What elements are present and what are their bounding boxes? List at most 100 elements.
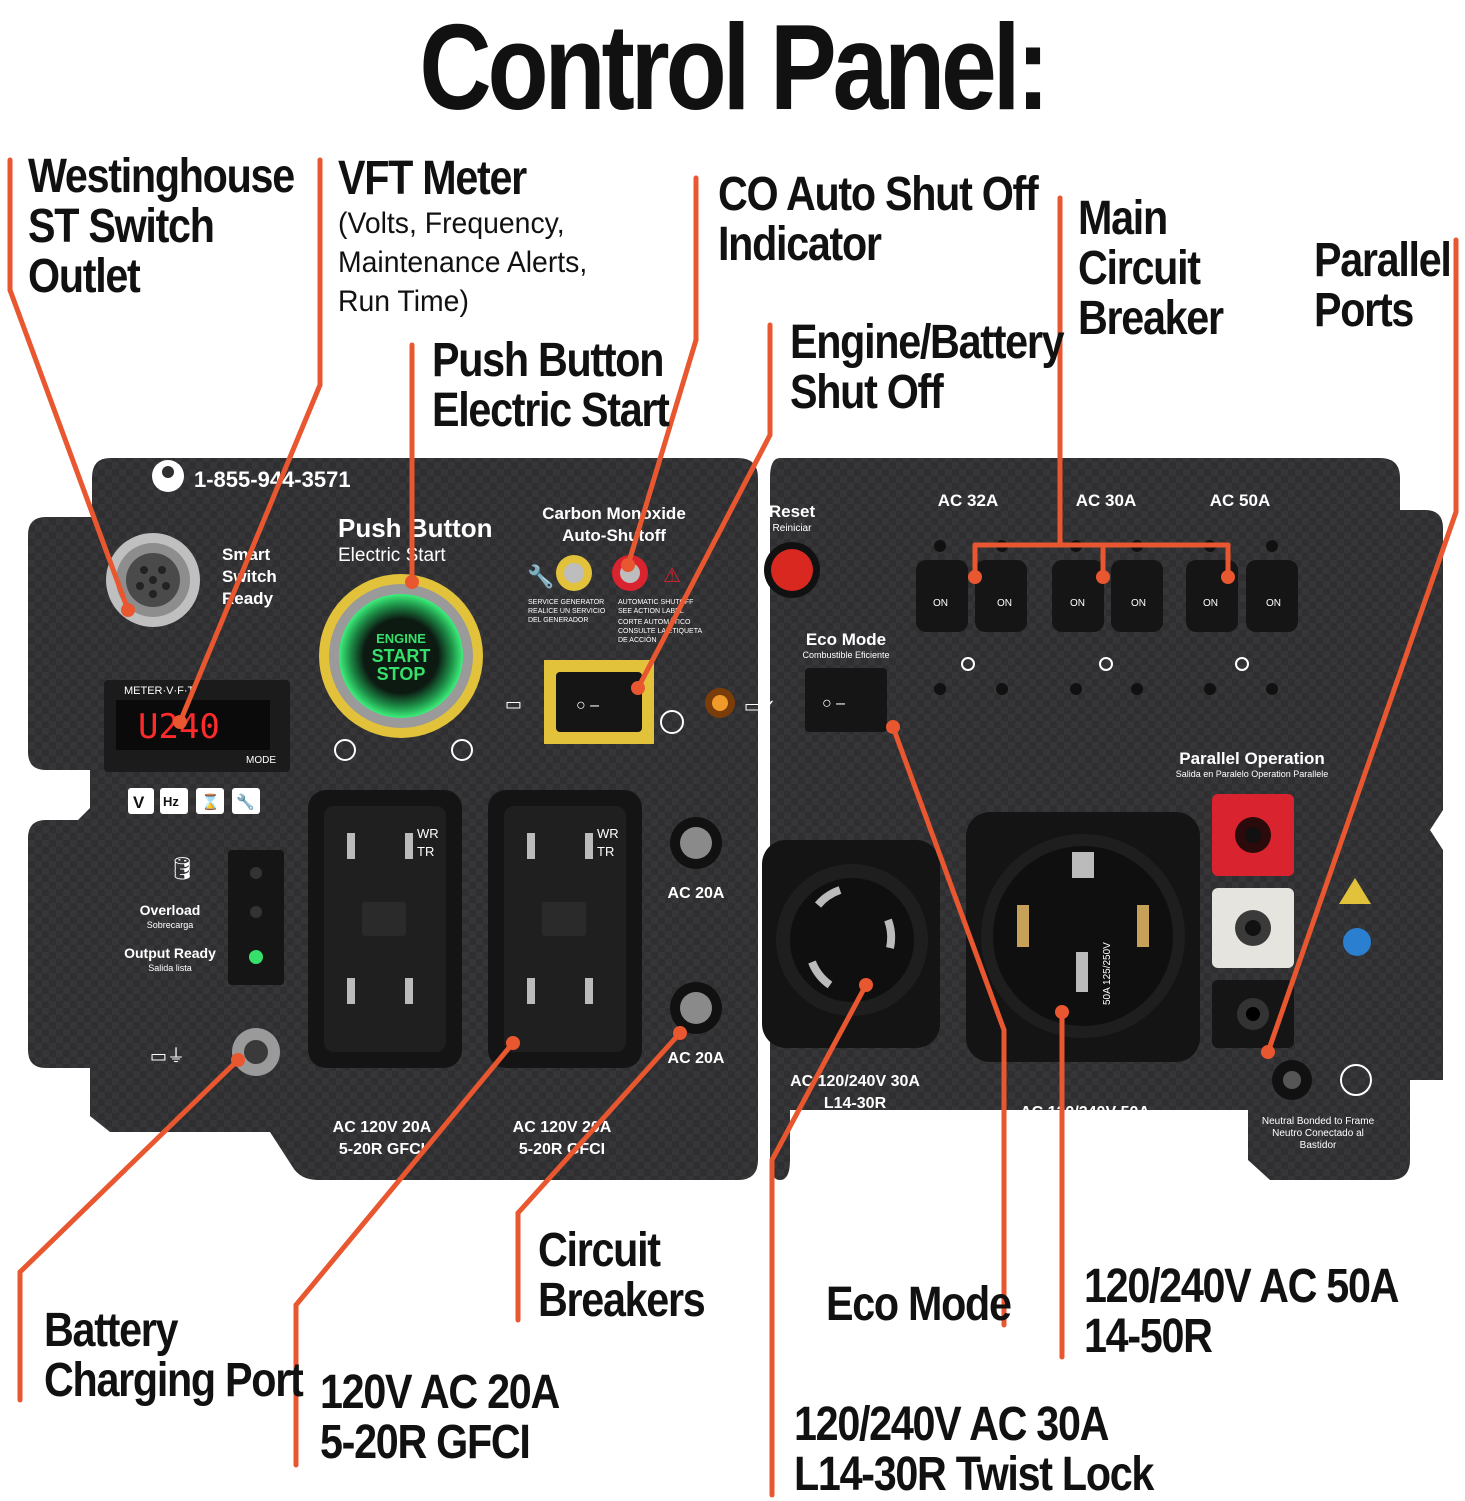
parallel-label: Parallel Operation: [1179, 749, 1325, 768]
gfci-outlet-1[interactable]: WR TR: [308, 790, 462, 1068]
battery-ok-icon: ▭✓: [744, 696, 776, 717]
callout-parallel-ports: Parallel Ports: [1314, 234, 1452, 337]
smart-switch-label-2: Switch: [222, 567, 277, 586]
start-text: START: [372, 646, 431, 666]
svg-text:ON: ON: [1070, 598, 1085, 609]
svg-text:ON: ON: [1203, 598, 1218, 609]
shutoff-note-2: SEE ACTION LABEL: [618, 608, 684, 615]
service-text-1: SERVICE GENERATOR: [528, 599, 604, 606]
reset-label: Reset: [769, 502, 816, 521]
vft-meter: METER·V·F·T U240 MODE: [104, 680, 290, 772]
outlet-1-label-2: 5-20R GFCI: [339, 1141, 425, 1158]
eco-mode-label: Eco Mode: [806, 630, 886, 649]
outlet-2-label-2: 5-20R GFCI: [519, 1141, 605, 1158]
twist-lock-label-2: L14-30R: [824, 1095, 887, 1112]
push-button-label: Push Button: [338, 513, 493, 543]
circuit-breaker-2[interactable]: [670, 982, 722, 1034]
manual-icon: [1343, 928, 1371, 956]
shutoff-note-1: AUTOMATIC SHUTOFF: [618, 599, 693, 606]
volts-icon: V: [133, 793, 145, 812]
svg-text:TR: TR: [417, 844, 434, 859]
breaker-32a[interactable]: ON ON: [916, 560, 1027, 632]
page-title: Control Panel:: [419, 0, 1049, 135]
callout-push-button: Push Button Electric Start: [432, 334, 670, 437]
twist-lock-label-1: AC 120/240V 30A: [790, 1073, 920, 1090]
service-text-2: REALICE UN SERVICIO: [528, 608, 606, 615]
outlet-2-label-1: AC 120V 20A: [513, 1119, 612, 1136]
status-leds: [228, 850, 284, 985]
parallel-port-white[interactable]: [1212, 888, 1294, 968]
electric-start-label: Electric Start: [338, 545, 446, 566]
fifty-amp-outlet[interactable]: 50A 125/250V: [966, 812, 1200, 1062]
oil-icon: 🛢: [168, 857, 196, 882]
battery-plug-icon: ▭⏚: [150, 1046, 185, 1067]
callout-st-switch: Westinghouse ST Switch Outlet: [28, 150, 295, 303]
svg-text:WR: WR: [417, 826, 439, 841]
meter-reading: U240: [138, 707, 220, 747]
st-switch-outlet[interactable]: [106, 533, 200, 627]
wrench-service-icon: 🔧: [527, 563, 554, 590]
shutoff-note-3: CORTE AUTOMÁTICO: [618, 617, 691, 626]
fifty-amp-label-1: AC 120/240V 50A: [1020, 1104, 1150, 1121]
svg-text:ON: ON: [1266, 598, 1281, 609]
callout-circuit-breakers: Circuit Breakers: [538, 1224, 706, 1327]
callout-co-shutoff: CO Auto Shut Off Indicator: [718, 168, 1039, 271]
neutral-label-3: Bastidor: [1300, 1140, 1337, 1151]
start-stop-button[interactable]: ENGINE START STOP: [319, 574, 483, 738]
hourglass-icon: ⌛: [201, 793, 220, 811]
smart-switch-label-1: Smart: [222, 545, 271, 564]
shutoff-note-5: DE ACCIÓN: [618, 635, 657, 644]
engine-icon: [334, 739, 356, 761]
hertz-icon: Hz: [163, 794, 179, 809]
smart-switch-label-3: Ready: [222, 589, 274, 608]
start-engine-text: ENGINE: [376, 631, 426, 646]
co-label-2: Auto-Shutoff: [562, 526, 666, 545]
engine-battery-switch[interactable]: ○ –: [544, 660, 654, 744]
fifty-amp-label-2: 14-50R: [1059, 1126, 1112, 1143]
reset-label-es: Reiniciar: [773, 523, 813, 534]
eco-mode-label-es: Combustible Eficiente: [802, 650, 889, 660]
svg-text:ON: ON: [1131, 598, 1146, 609]
shutoff-note-4: CONSULTE LA ETIQUETA: [618, 628, 702, 635]
neutral-label-1: Neutral Bonded to Frame: [1262, 1116, 1375, 1127]
co-indicator-light: [612, 555, 648, 591]
breaker-label-2: AC 30A: [1076, 491, 1136, 510]
overload-label-es: Sobrecarga: [147, 920, 194, 930]
breaker-1-label: AC 20A: [668, 885, 725, 902]
outlet-1-label-1: AC 120V 20A: [333, 1119, 432, 1136]
svg-text:TR: TR: [597, 844, 614, 859]
parallel-label-es: Salida en Paralelo Operation Parallele: [1176, 769, 1329, 779]
meter-mode-label: MODE: [246, 755, 276, 766]
meter-icons: V Hz ⌛ 🔧: [128, 788, 260, 814]
callout-main-breaker: Main Circuit Breaker: [1078, 192, 1224, 345]
overload-label: Overload: [140, 902, 201, 918]
callout-battery-port: Battery Charging Port: [44, 1304, 304, 1407]
breaker-30a[interactable]: ON ON: [1052, 560, 1163, 632]
warning-icon: ⚠: [663, 563, 681, 587]
co-label-1: Carbon Monoxide: [542, 504, 686, 523]
ground-symbol-icon: [1340, 1064, 1372, 1096]
callout-vft-meter: VFT Meter (Volts, Frequency, Maintenance…: [338, 152, 588, 319]
engine-stop-icon: [451, 739, 473, 761]
callout-gfci: 120V AC 20A 5-20R GFCI: [320, 1366, 560, 1469]
service-indicator: [556, 555, 592, 591]
twist-lock-outlet[interactable]: [762, 840, 940, 1048]
circuit-breaker-1[interactable]: [670, 817, 722, 869]
eco-mode-switch[interactable]: ○ –: [805, 668, 887, 732]
stop-text: STOP: [377, 664, 426, 684]
battery-icon: ▭: [505, 694, 522, 715]
fifty-amp-rating: 50A 125/250V: [1102, 942, 1113, 1005]
svg-text:WR: WR: [597, 826, 619, 841]
parallel-port-red[interactable]: [1212, 794, 1294, 876]
svg-text:○ –: ○ –: [822, 695, 845, 712]
parallel-port-black[interactable]: [1212, 980, 1294, 1048]
meter-brand: METER·V·F·T: [124, 685, 195, 697]
breaker-label-3: AC 50A: [1210, 491, 1270, 510]
breaker-2-label: AC 20A: [668, 1050, 725, 1067]
gfci-outlet-2[interactable]: WR TR: [488, 790, 642, 1068]
svg-text:ON: ON: [997, 598, 1012, 609]
callout-eco-mode: Eco Mode: [826, 1278, 1012, 1331]
wrench-icon: 🔧: [236, 792, 255, 811]
engine-off-icon: [660, 710, 684, 734]
svg-text:ON: ON: [933, 598, 948, 609]
